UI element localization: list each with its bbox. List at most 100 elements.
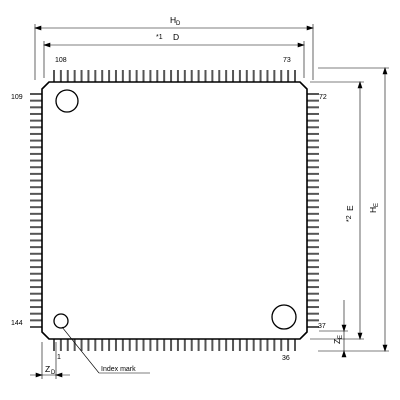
pin-37-label: 37 <box>318 323 326 330</box>
lead <box>176 339 179 351</box>
lead <box>30 152 42 155</box>
label-e: *2 E <box>345 205 355 222</box>
lead <box>108 339 111 351</box>
lead <box>30 266 42 269</box>
lead <box>149 70 152 82</box>
lead <box>170 339 173 351</box>
lead <box>30 326 42 328</box>
lead <box>53 339 55 351</box>
lead <box>30 232 42 235</box>
label-hd: H D <box>170 15 181 27</box>
lead <box>307 279 319 282</box>
lead <box>307 226 319 229</box>
lead <box>307 152 319 155</box>
package-body <box>41 81 308 340</box>
lead <box>266 339 269 351</box>
lead <box>142 339 145 351</box>
lead <box>30 146 42 149</box>
lead <box>211 70 214 82</box>
lead <box>183 339 186 351</box>
lead <box>149 339 152 351</box>
lead <box>80 339 83 351</box>
svg-text:E: E <box>374 203 380 207</box>
lead <box>135 339 138 351</box>
lead <box>156 70 159 82</box>
lead <box>307 132 319 135</box>
lead <box>307 206 319 209</box>
lead <box>218 339 221 351</box>
lead <box>156 339 159 351</box>
lead <box>307 292 319 295</box>
lead <box>87 70 90 82</box>
pin-36-label: 36 <box>282 355 290 362</box>
lead <box>30 166 42 169</box>
pin-72-label: 72 <box>319 94 327 101</box>
label-he: H E <box>368 203 380 213</box>
lead <box>287 339 290 351</box>
lead <box>287 70 290 82</box>
lead <box>121 339 124 351</box>
lead <box>30 292 42 295</box>
svg-text:Z: Z <box>45 364 50 374</box>
label-d: *1 D <box>156 32 179 42</box>
lead <box>307 306 319 309</box>
lead <box>307 119 319 122</box>
lead <box>307 286 319 289</box>
lead <box>259 339 262 351</box>
lead <box>30 179 42 182</box>
lead <box>30 192 42 195</box>
index-mark-callout: Index mark <box>101 366 136 373</box>
pin-109-label: 109 <box>11 94 23 101</box>
lead <box>30 279 42 282</box>
lead <box>30 312 42 315</box>
svg-text:*2: *2 <box>346 215 353 222</box>
lead <box>30 246 42 249</box>
lead <box>80 70 83 82</box>
lead <box>307 166 319 169</box>
lead <box>30 252 42 255</box>
lead <box>163 339 166 351</box>
lead <box>307 319 319 322</box>
lead <box>307 312 319 315</box>
lead <box>30 126 42 129</box>
lead-array <box>30 70 319 351</box>
lead <box>66 70 69 82</box>
lead <box>225 70 228 82</box>
pin-73-label: 73 <box>283 57 291 64</box>
lead <box>273 70 276 82</box>
lead <box>30 139 42 142</box>
label-ze: Z E <box>332 335 344 344</box>
svg-text:D: D <box>173 32 179 42</box>
lead <box>218 70 221 82</box>
lead <box>73 70 76 82</box>
lead <box>190 70 193 82</box>
lead <box>59 70 62 82</box>
lead <box>307 199 319 202</box>
lead <box>307 93 319 95</box>
lead <box>94 339 97 351</box>
svg-text:D: D <box>176 21 181 27</box>
lead <box>30 219 42 222</box>
lead <box>30 132 42 135</box>
lead <box>307 112 319 115</box>
lead <box>30 212 42 215</box>
lead <box>273 339 276 351</box>
lead <box>307 239 319 242</box>
lead <box>232 70 235 82</box>
lead <box>204 339 207 351</box>
lead <box>294 339 296 351</box>
lead <box>307 212 319 215</box>
lead <box>238 70 241 82</box>
lead <box>307 326 319 328</box>
ejector-pin-mark <box>271 304 297 330</box>
lead <box>30 186 42 189</box>
lead <box>30 112 42 115</box>
lead <box>204 70 207 82</box>
lead <box>30 93 42 95</box>
lead <box>73 339 76 351</box>
lead <box>30 99 42 102</box>
pin-108-label: 108 <box>55 57 67 64</box>
lead <box>114 70 117 82</box>
